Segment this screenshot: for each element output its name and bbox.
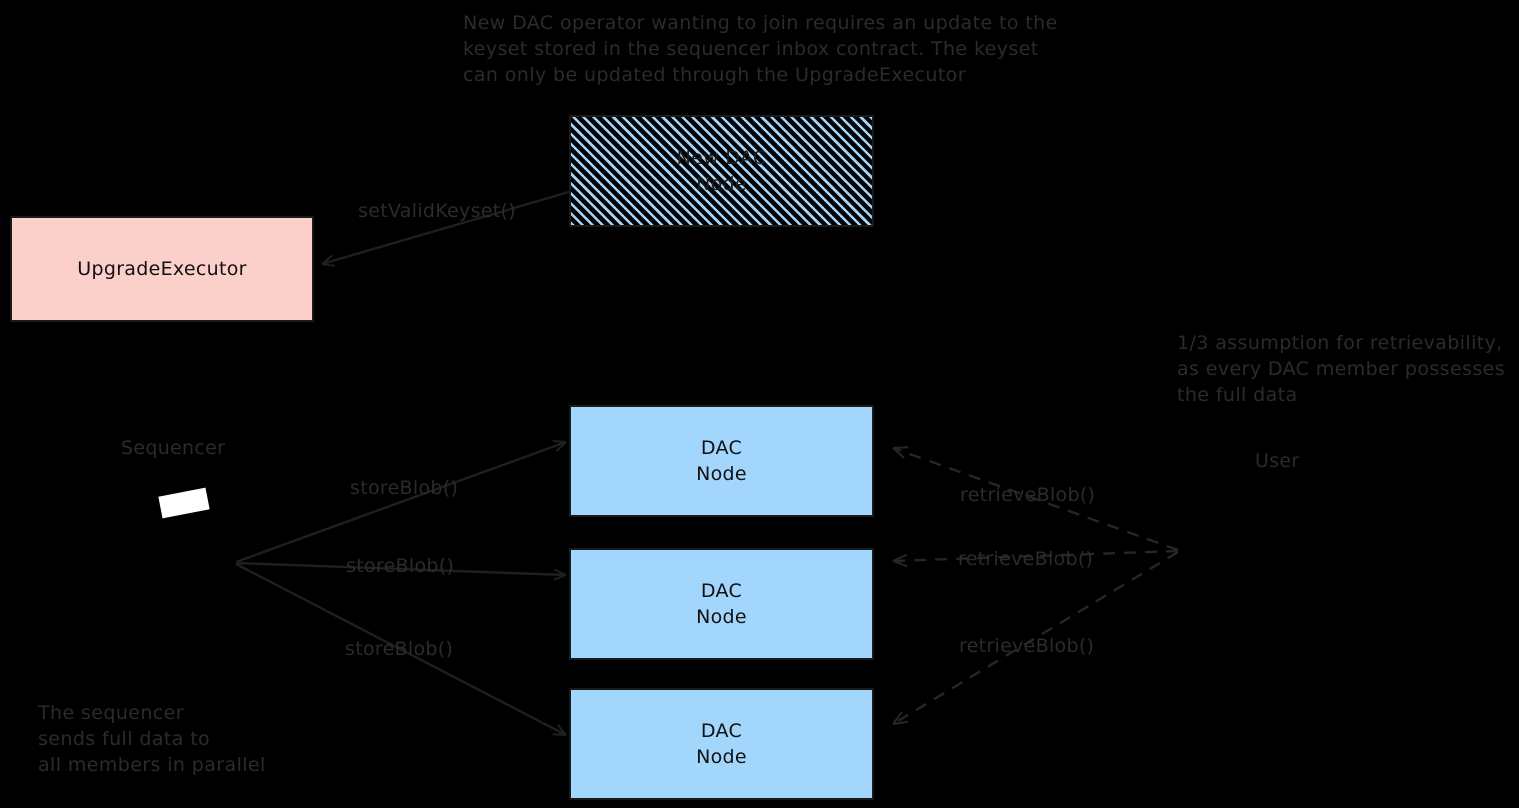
edge-label-store-blob-3: storeBlob() — [345, 638, 454, 660]
node-new-dac-node[interactable]: New DAC Node — [569, 115, 874, 227]
node-dac-node-3[interactable]: DAC Node — [569, 688, 874, 800]
node-upgrade-executor[interactable]: UpgradeExecutor — [10, 216, 314, 322]
note-new-dac-operator: New DAC operator wanting to join require… — [463, 12, 1058, 86]
sequencer-token-icon — [158, 487, 210, 519]
edge-label-retrieve-blob-3: retrieveBlob() — [959, 635, 1095, 657]
edge-label-store-blob-2: storeBlob() — [346, 555, 455, 577]
edge-store-blob-1 — [235, 442, 566, 564]
node-dac-node-1-label: DAC Node — [696, 437, 747, 485]
node-dac-node-3-label: DAC Node — [696, 720, 747, 768]
edge-label-retrieve-blob-1: retrieveBlob() — [960, 484, 1096, 506]
actor-label-sequencer: Sequencer — [121, 437, 226, 459]
actor-label-user: User — [1255, 450, 1300, 472]
node-dac-node-2-label: DAC Node — [696, 580, 747, 628]
node-dac-node-2[interactable]: DAC Node — [569, 548, 874, 660]
note-retrievability-assumption: 1/3 assumption for retrievability, as ev… — [1177, 332, 1506, 406]
node-dac-node-1[interactable]: DAC Node — [569, 405, 874, 517]
node-new-dac-node-label: New DAC Node — [676, 147, 767, 195]
node-upgrade-executor-label: UpgradeExecutor — [77, 258, 247, 280]
edge-label-set-valid-keyset: setValidKeyset() — [358, 200, 516, 222]
note-sequencer-parallel-send: The sequencer sends full data to all mem… — [38, 702, 266, 776]
edge-label-store-blob-1: storeBlob() — [350, 477, 459, 499]
edge-label-retrieve-blob-2: retrieveBlob() — [958, 548, 1094, 570]
